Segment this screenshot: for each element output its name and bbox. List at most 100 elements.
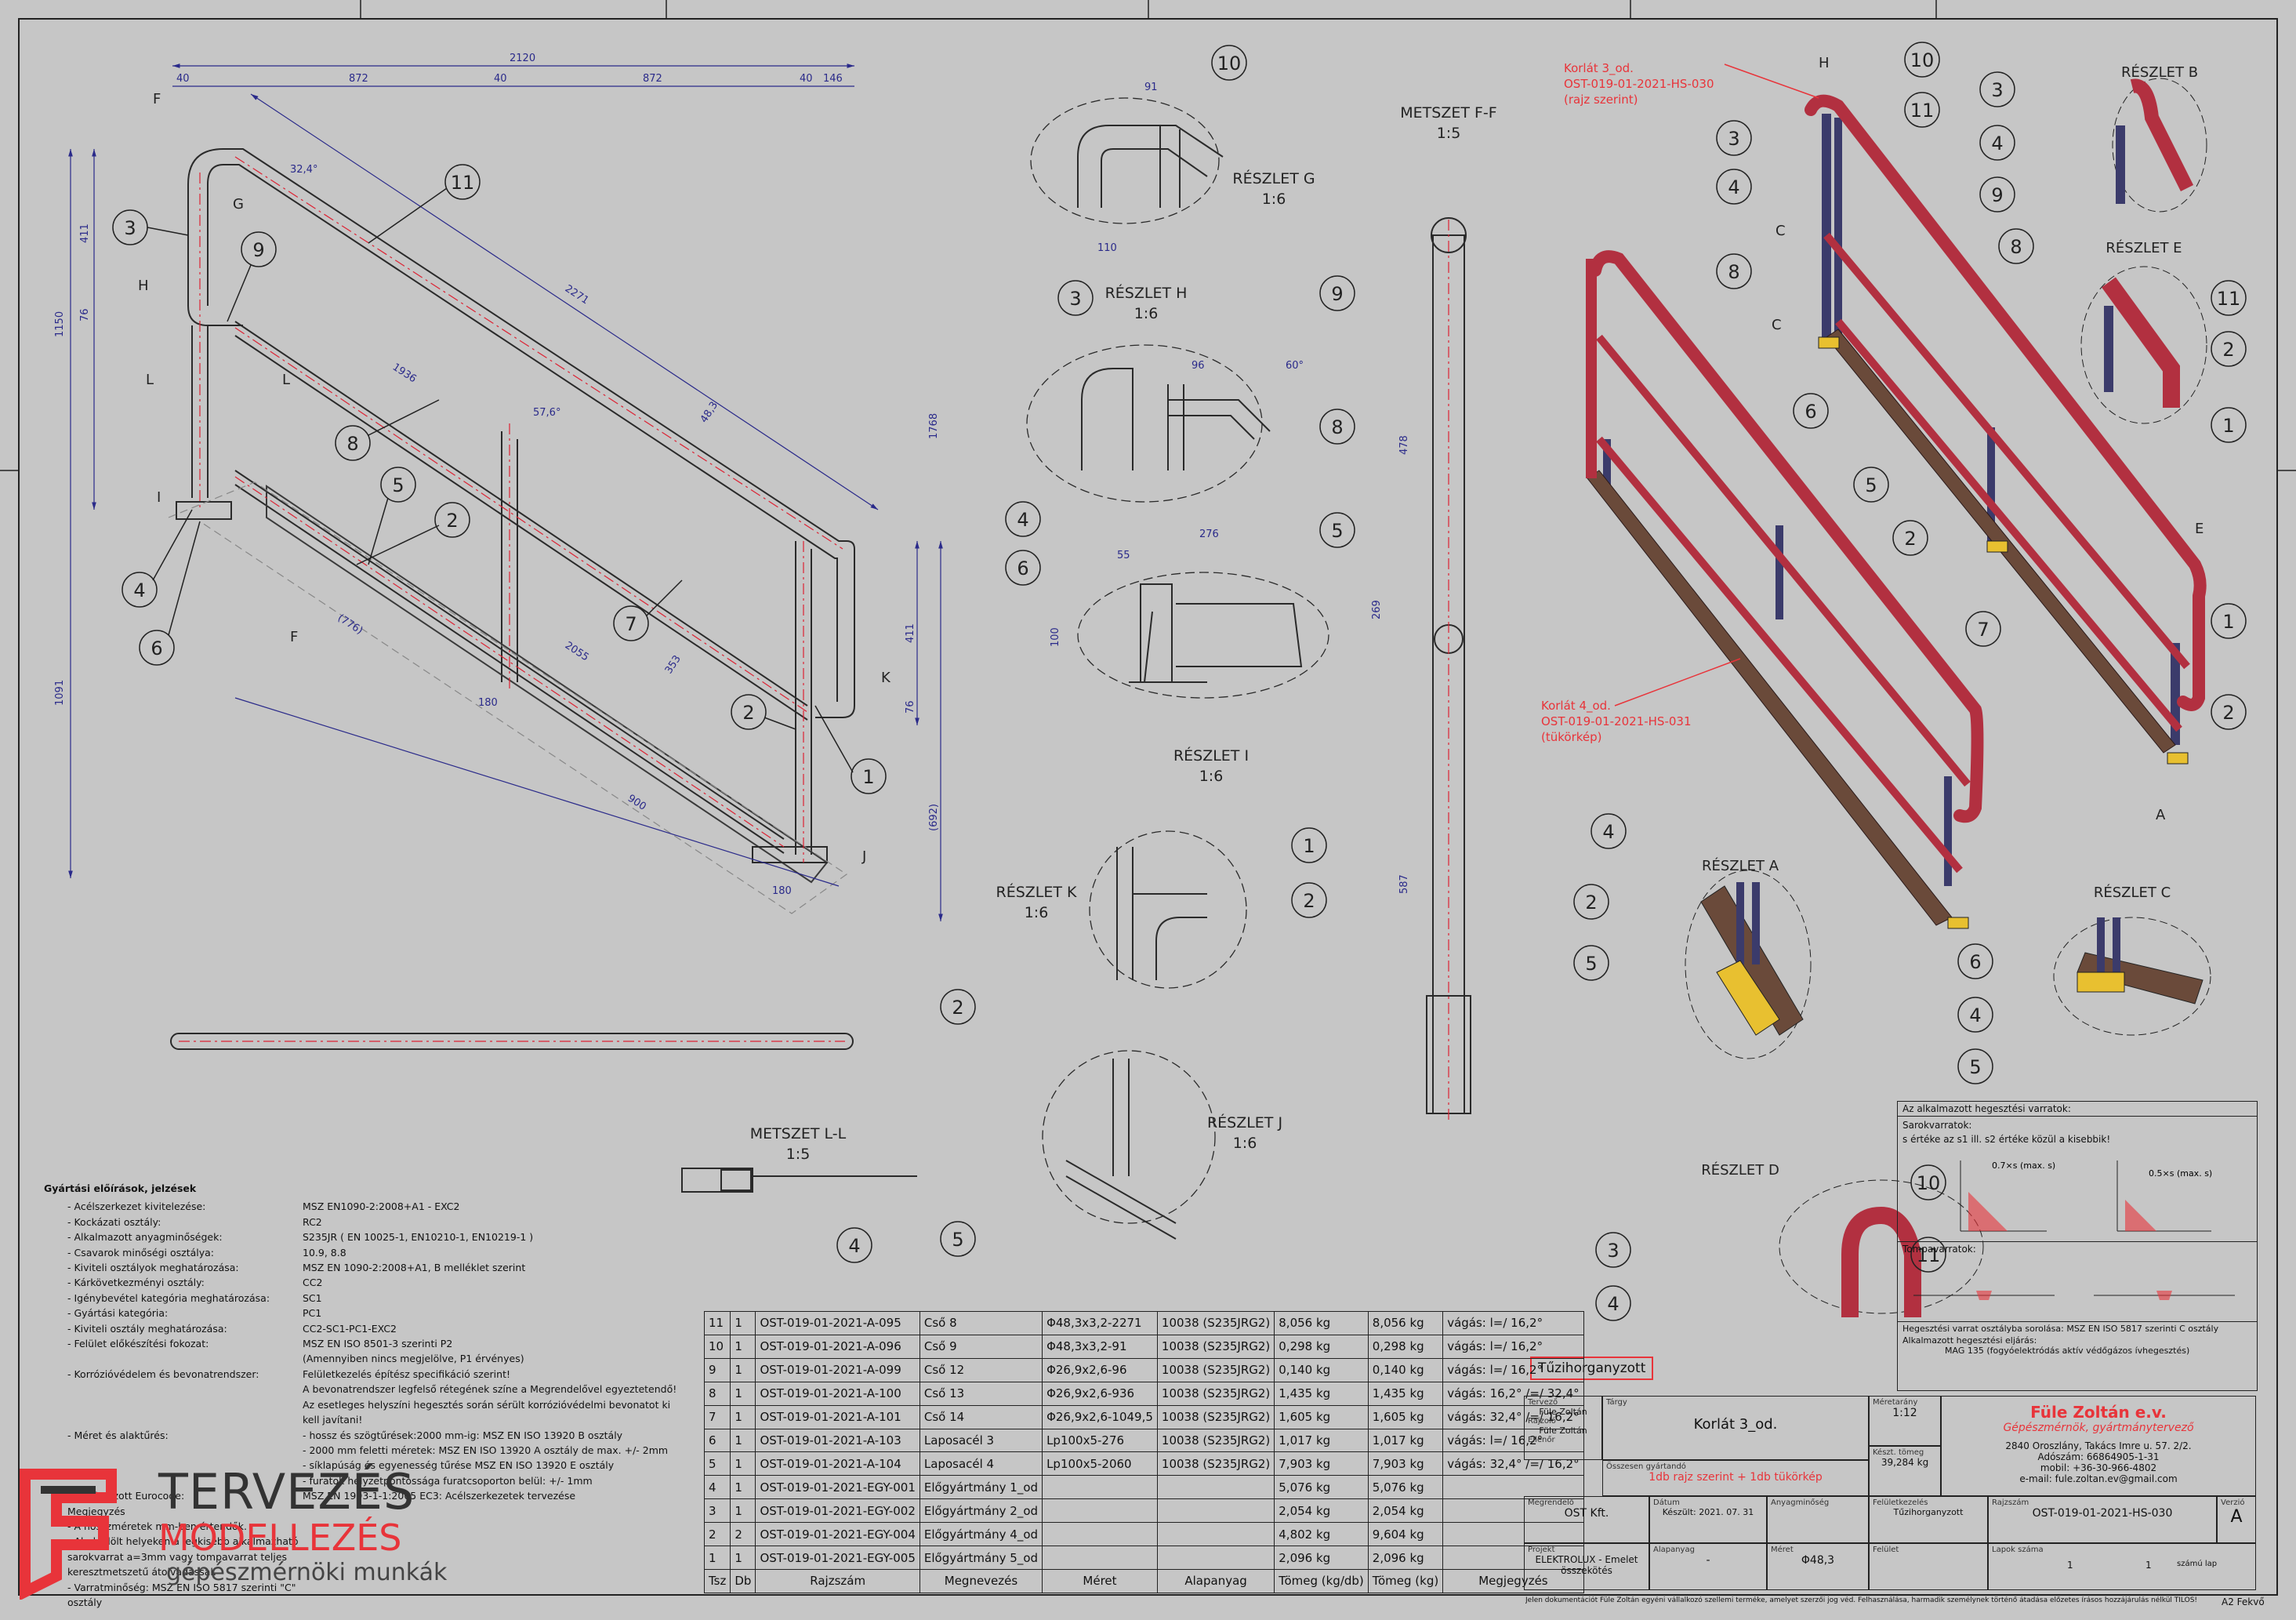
note-key: - Korrózióvédelem és bevonatrendszer: xyxy=(67,1368,259,1380)
svg-text:4: 4 xyxy=(848,1235,860,1257)
bom-cell xyxy=(1156,1498,1275,1524)
iso-detail-c xyxy=(2053,917,2211,1036)
svg-text:(tükörkép): (tükörkép) xyxy=(1541,730,1602,744)
bom-cell: 4 xyxy=(703,1475,731,1500)
detail-i xyxy=(1077,572,1329,699)
svg-text:6: 6 xyxy=(1017,558,1028,579)
note-value: - síklapúság és egyenesség tűrése MSZ EN… xyxy=(303,1459,615,1472)
svg-text:110: 110 xyxy=(1097,242,1117,254)
weld-fillet-icon: 0.7×s (max. s) 0.5×s (max. s) xyxy=(1960,1161,2212,1232)
bom-header-cell: Méret xyxy=(1042,1568,1158,1594)
bom-cell: OST-019-01-2021-EGY-002 xyxy=(755,1498,920,1524)
bom-cell: 1,017 kg xyxy=(1274,1428,1369,1453)
svg-text:4: 4 xyxy=(1728,176,1739,198)
svg-text:9: 9 xyxy=(1331,283,1343,305)
svg-text:F: F xyxy=(153,91,161,107)
detail-g xyxy=(1030,97,1224,224)
bom-cell: 0,140 kg xyxy=(1274,1357,1369,1382)
note-row: - Korrózióvédelem és bevonatrendszer: Fel… xyxy=(44,1367,687,1382)
note-value: Felületkezelés építész specifikáció szer… xyxy=(303,1368,510,1380)
bom-cell: 0,298 kg xyxy=(1274,1334,1369,1359)
svg-text:5: 5 xyxy=(1585,953,1597,975)
svg-text:91: 91 xyxy=(1144,82,1158,93)
bom-cell: vágás: l=/ 16,2° xyxy=(1442,1334,1584,1359)
svg-text:11: 11 xyxy=(2217,288,2241,310)
svg-text:478: 478 xyxy=(1398,435,1410,455)
note-key: - Acélszerkezet kivitelezése: xyxy=(67,1200,206,1213)
logo-line3: gépészmérnöki munkák xyxy=(166,1559,448,1586)
svg-text:1150: 1150 xyxy=(54,311,66,337)
bom-cell: 8,056 kg xyxy=(1274,1311,1369,1335)
plan-view xyxy=(170,1033,854,1050)
frame-ticks xyxy=(0,0,2296,471)
svg-text:A: A xyxy=(2156,807,2166,823)
weld-f1: 0.7×s (max. s) xyxy=(1992,1161,2055,1171)
bom-cell: 10 xyxy=(703,1334,731,1359)
bom-cell: 11 xyxy=(703,1311,731,1335)
bom-cell: 0,298 kg xyxy=(1367,1334,1444,1359)
bom-cell: 1,605 kg xyxy=(1274,1404,1369,1429)
bom-cell: Cső 12 xyxy=(919,1357,1043,1382)
detail-j xyxy=(1042,1050,1216,1240)
svg-text:C: C xyxy=(1776,223,1786,239)
svg-text:2: 2 xyxy=(952,997,963,1019)
svg-text:40: 40 xyxy=(176,73,190,85)
notes-title: Gyártási előírások, jelzések xyxy=(44,1182,197,1194)
bom-cell: OST-019-01-2021-A-099 xyxy=(755,1357,920,1382)
bom-cell: 1,435 kg xyxy=(1274,1381,1369,1406)
bom-cell: OST-019-01-2021-A-101 xyxy=(755,1404,920,1429)
svg-text:76: 76 xyxy=(79,308,91,321)
bom-cell: vágás: 16,2° /=/ 32,4° xyxy=(1442,1381,1584,1406)
bom-cell: 2,054 kg xyxy=(1274,1498,1369,1524)
bom-cell: 8,056 kg xyxy=(1367,1311,1444,1335)
bom-cell: 9 xyxy=(703,1357,731,1382)
red-leaders xyxy=(1614,64,1819,706)
note-row: - Gyártási kategória:PC1 xyxy=(44,1306,687,1320)
svg-text:3: 3 xyxy=(1728,128,1739,150)
svg-text:180: 180 xyxy=(772,885,792,897)
svg-text:11: 11 xyxy=(451,172,475,194)
svg-text:5: 5 xyxy=(1865,474,1877,496)
note-key: - Alkalmazott anyagminőségek: xyxy=(67,1231,223,1244)
bom-cell: 7,903 kg xyxy=(1274,1451,1369,1477)
svg-text:(776): (776) xyxy=(336,612,365,637)
svg-text:1768: 1768 xyxy=(928,413,940,439)
svg-text:METSZET F-F: METSZET F-F xyxy=(1400,104,1496,122)
note-row: - 2000 mm feletti méretek: MSZ EN ISO 13… xyxy=(44,1443,687,1458)
note-key: - Méret és alaktűrés: xyxy=(67,1429,169,1441)
notes-rows: - Acélszerkezet kivitelezése:MSZ EN1090-… xyxy=(44,1199,687,1610)
bom-cell: 1 xyxy=(703,1546,731,1570)
note-key xyxy=(44,1351,303,1366)
svg-text:F: F xyxy=(290,629,298,645)
svg-text:40: 40 xyxy=(494,73,507,85)
svg-text:RÉSZLET B: RÉSZLET B xyxy=(2121,64,2198,81)
note-key: - Ahol jelölt helyeken a legkisebb alkal… xyxy=(67,1535,299,1578)
bom-cell: Lp100x5-276 xyxy=(1042,1428,1158,1453)
weld-sarok2: s értéke az s1 ill. s2 értéke közül a ki… xyxy=(1902,1134,2111,1145)
svg-text:411: 411 xyxy=(79,223,91,243)
section-ll xyxy=(681,1168,917,1193)
svg-text:Korlát 4_od.: Korlát 4_od. xyxy=(1541,699,1611,714)
detail-titles: RÉSZLET G1:6 RÉSZLET H1:6 RÉSZLET I1:6 R… xyxy=(750,104,1497,1163)
svg-text:1: 1 xyxy=(2222,611,2234,633)
weld-osz1: Hegesztési varrat osztályba sorolása: MS… xyxy=(1898,1321,2257,1335)
bom-header-cell: Rajzszám xyxy=(755,1568,920,1594)
tb-lapok: Lapok száma 1 1 számú lap xyxy=(1988,1543,2256,1590)
bom-header-cell: Megjegyzés xyxy=(1442,1568,1584,1594)
bom-cell: Φ48,3x3,2-91 xyxy=(1042,1334,1158,1359)
tb-felulet2: Felület xyxy=(1869,1543,1988,1590)
weld-osz3: MAG 135 (fogyóelektródás aktív védőgázos… xyxy=(1945,1346,2190,1356)
svg-text:57,6°: 57,6° xyxy=(533,407,560,419)
bom-cell: OST-019-01-2021-EGY-001 xyxy=(755,1475,920,1500)
svg-text:6: 6 xyxy=(151,637,162,659)
svg-text:L: L xyxy=(282,372,290,388)
svg-text:32,4°: 32,4° xyxy=(290,164,317,176)
